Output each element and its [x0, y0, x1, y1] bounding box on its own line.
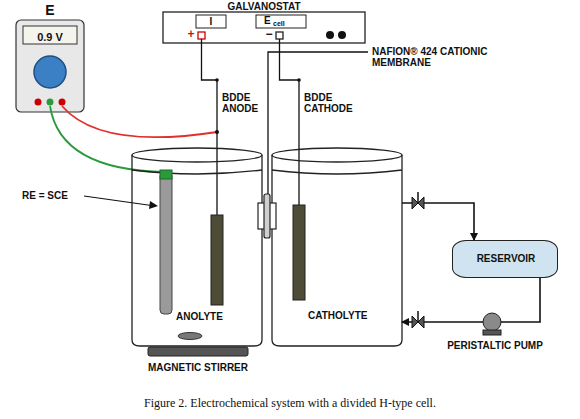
green-lead: [50, 106, 165, 172]
node-text: 0.9 V: [23, 31, 77, 44]
arrowhead: [149, 201, 158, 209]
valve-handle: [417, 192, 419, 203]
electrode-cap: [160, 170, 172, 179]
multimeter: E 0.9 V: [14, 2, 86, 114]
stirrer-plate: [148, 347, 248, 356]
cathode-wire: [280, 39, 300, 205]
voltage-subscript: cell: [273, 20, 303, 28]
voltage-display: [256, 15, 306, 28]
stirrer-label: MAGNETIC STIRRER: [118, 362, 278, 373]
figure-caption: Figure 2. Electrochemical system with a …: [0, 396, 580, 410]
node-text: CATHOLYTE: [308, 310, 388, 322]
bdde-anode: [211, 215, 223, 305]
node-text: GALVANOSTAT: [163, 1, 365, 13]
current-display: [196, 15, 226, 28]
red-lead: [62, 106, 217, 137]
galvanostat-body: [163, 12, 365, 43]
pipe-connector: [402, 278, 540, 322]
anode-wire: [202, 39, 218, 215]
positive-sign: +: [186, 28, 196, 41]
leader-line: [84, 196, 155, 206]
wire-joint: [215, 130, 219, 134]
cathode-label: BDDE CATHODE: [304, 92, 356, 114]
node-text: RESERVOIR: [453, 253, 559, 265]
meter-dial: [34, 56, 66, 88]
meter-display: [23, 26, 77, 44]
pump-label: PERISTALTIC PUMP: [440, 340, 550, 351]
knob: [326, 31, 334, 39]
leader-line: [268, 52, 368, 194]
current-symbol: I: [196, 16, 226, 27]
multimeter-body: [16, 20, 84, 112]
bdde-cathode: [293, 205, 305, 300]
membrane-label: NAFION® 424 CATIONIC MEMBRANE: [372, 46, 497, 68]
wire-joint: [215, 78, 219, 82]
stir-bar: [178, 333, 202, 340]
anode-beaker: [132, 148, 262, 346]
meter-jack: [35, 99, 42, 106]
pump-base: [483, 330, 501, 335]
node-text: E: [14, 2, 86, 18]
reference-label: RE = SCE: [22, 190, 84, 201]
nafion-membrane: [264, 194, 270, 238]
anode-label: BDDE ANODE: [222, 92, 264, 114]
meter-jack: [47, 99, 54, 106]
node-text: ANOLYTE: [176, 311, 246, 323]
negative-terminal: [276, 32, 283, 39]
reservoir-tank: RESERVOIR: [452, 240, 558, 278]
negative-sign: −: [264, 28, 274, 41]
meter-jack: [59, 99, 66, 106]
reference-electrode: [160, 172, 172, 314]
peristaltic-pump: [483, 313, 501, 331]
positive-terminal: [198, 32, 205, 39]
anolyte-compartment: ANOLYTE: [132, 150, 262, 346]
valve-handle: [417, 311, 419, 322]
cathode-beaker: [272, 148, 402, 346]
knob: [338, 31, 346, 39]
wire-joint: [297, 78, 301, 82]
catholyte-compartment: CATHOLYTE: [272, 150, 402, 346]
